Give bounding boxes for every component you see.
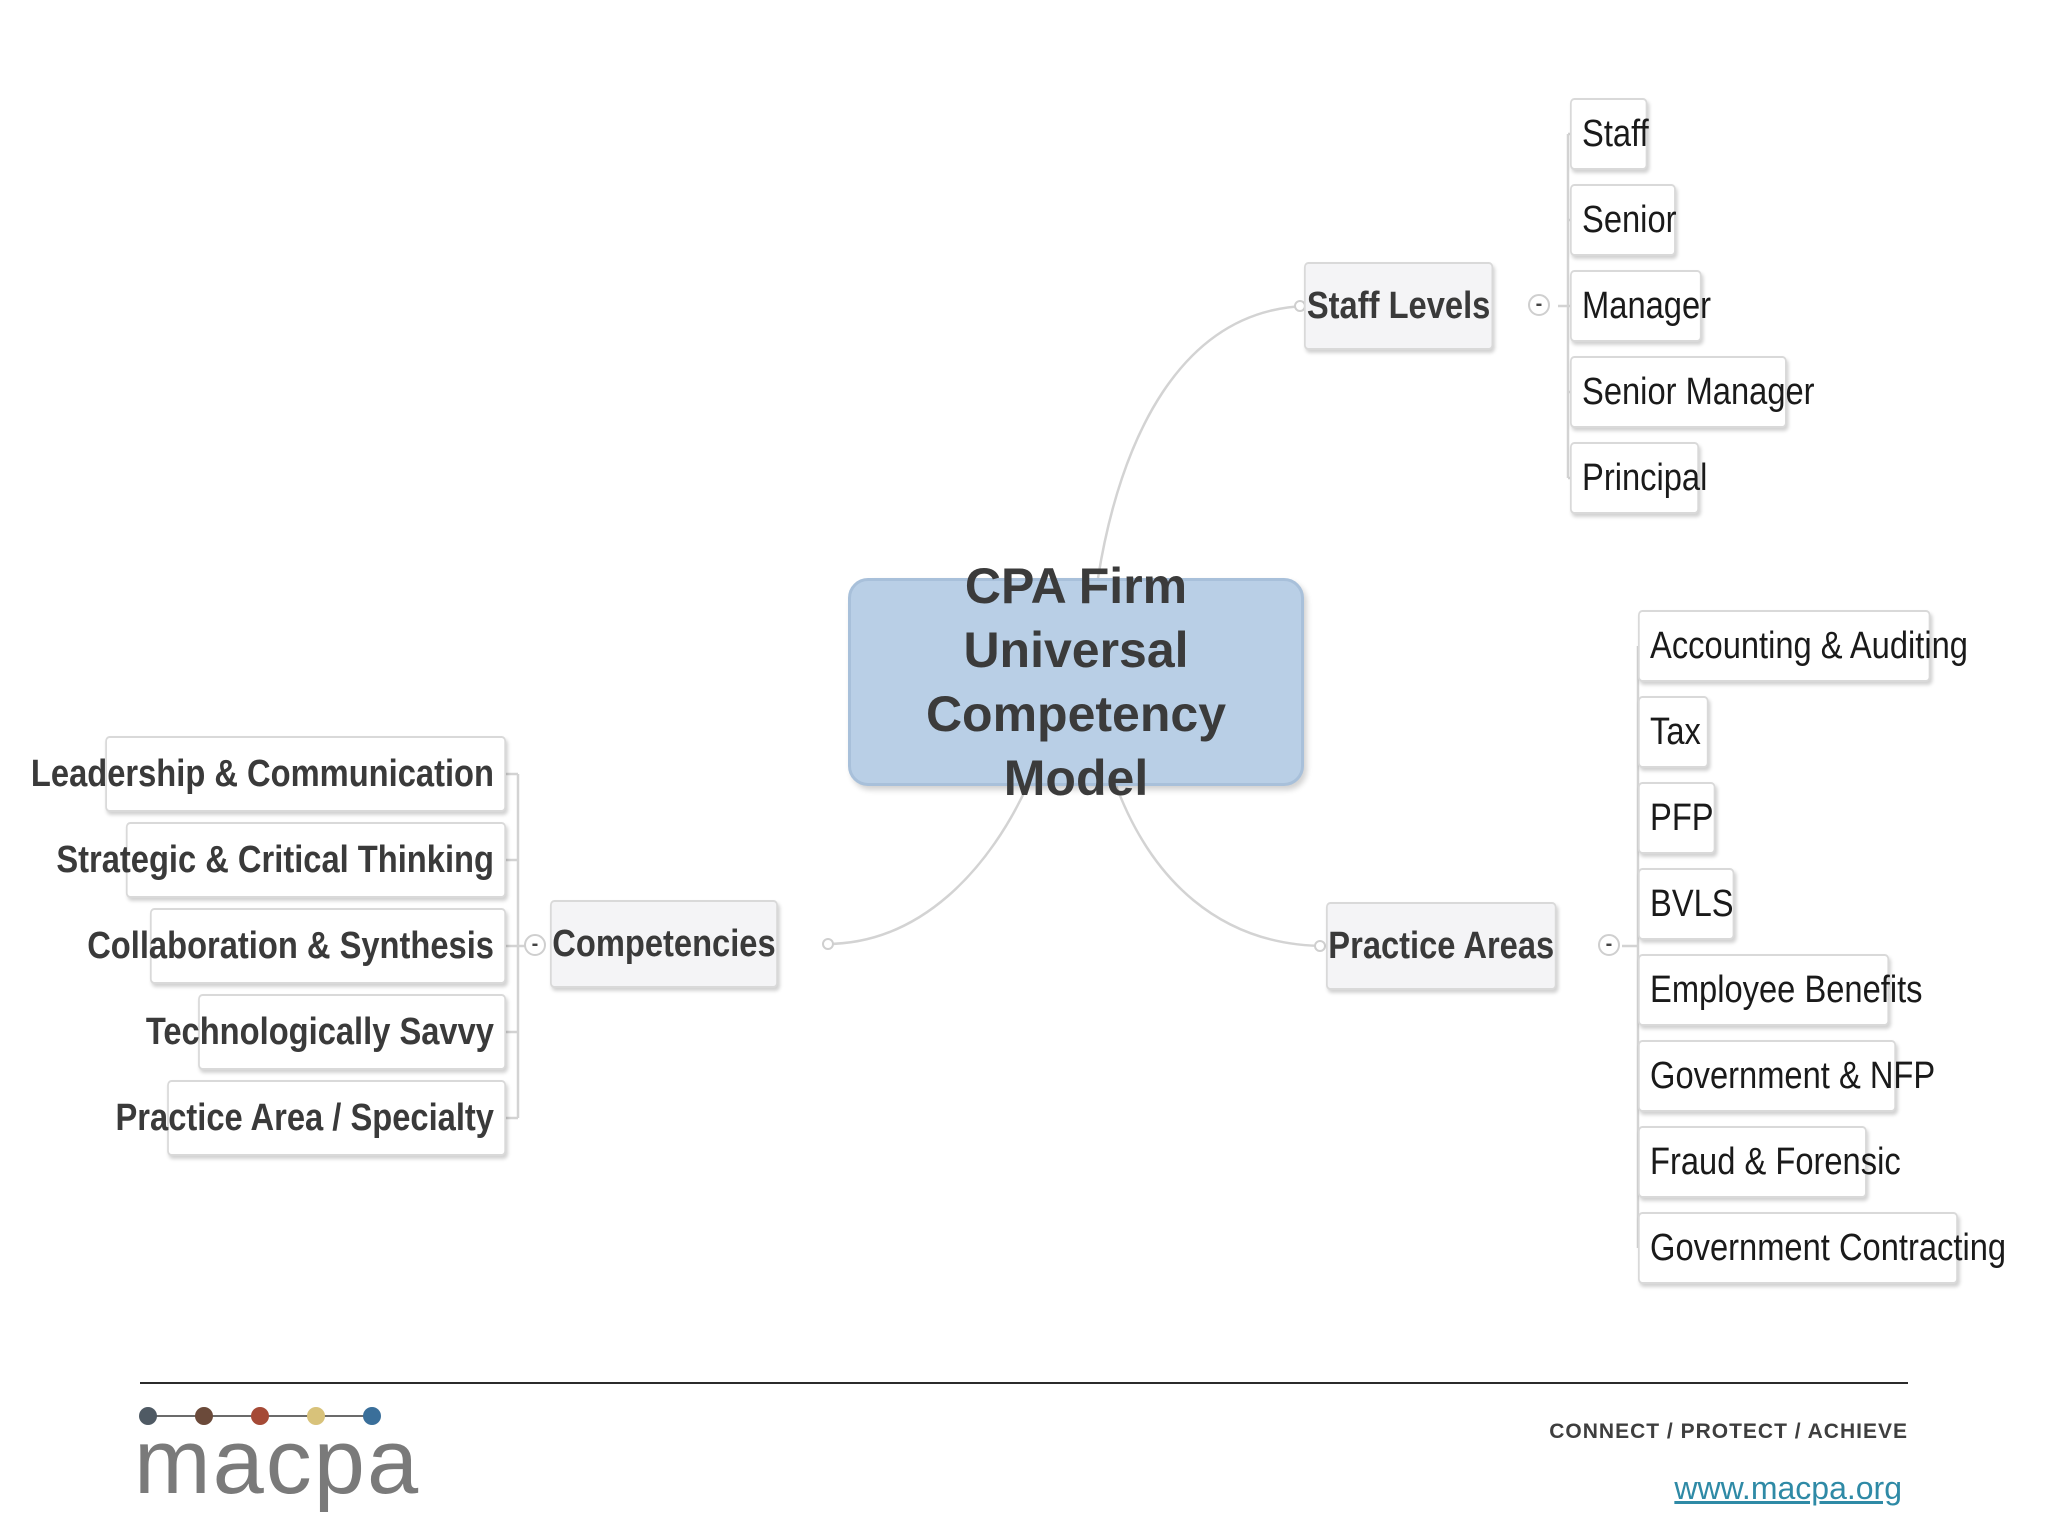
practice-area-label: Government & NFP — [1650, 1054, 1936, 1097]
branch-practice-areas[interactable]: Practice Areas — [1326, 902, 1557, 990]
practice-area-label: Employee Benefits — [1650, 968, 1923, 1011]
staff-level-label: Staff — [1582, 112, 1649, 155]
central-topic[interactable]: CPA Firm Universal Competency Model — [848, 558, 1304, 806]
branch-practice-areas-label: Practice Areas — [1328, 924, 1555, 967]
staff-level-item[interactable]: Staff — [1570, 98, 1649, 170]
footer-tagline: CONNECT / PROTECT / ACHIEVE — [1549, 1420, 1908, 1443]
practice-area-label: BVLS — [1650, 882, 1734, 925]
staff-level-item[interactable]: Senior Manager — [1570, 356, 1815, 428]
competency-item[interactable]: Technologically Savvy — [146, 994, 506, 1070]
practice-area-item[interactable]: Employee Benefits — [1638, 954, 1923, 1026]
central-topic-line1: CPA Firm Universal — [963, 558, 1189, 678]
practice-area-item[interactable]: Accounting & Auditing — [1638, 610, 1968, 682]
practice-area-label: Fraud & Forensic — [1650, 1140, 1901, 1183]
macpa-logo-dots — [139, 1407, 381, 1425]
competency-item[interactable]: Leadership & Communication — [31, 736, 506, 812]
staff-level-item[interactable]: Manager — [1570, 270, 1711, 342]
practice-area-label: Government Contracting — [1650, 1226, 2007, 1269]
staff-level-item[interactable]: Principal — [1570, 442, 1707, 514]
competency-item[interactable]: Collaboration & Synthesis — [87, 908, 506, 984]
macpa-logo: macpa — [134, 1411, 421, 1513]
competency-item[interactable]: Strategic & Critical Thinking — [56, 822, 506, 898]
branch-competencies-label: Competencies — [552, 922, 776, 965]
competency-label: Collaboration & Synthesis — [87, 924, 494, 967]
practice-area-item[interactable]: BVLS — [1638, 868, 1735, 940]
website-link[interactable]: www.macpa.org — [1674, 1470, 1902, 1506]
staff-level-label: Senior Manager — [1582, 370, 1815, 413]
practice-area-item[interactable]: PFP — [1638, 782, 1716, 854]
competency-label: Leadership & Communication — [30, 752, 494, 795]
practice-area-item[interactable]: Tax — [1638, 696, 1709, 768]
central-topic-line2: Competency Model — [925, 686, 1227, 806]
branch-competencies[interactable]: Competencies — [550, 900, 778, 988]
branch-staff-levels[interactable]: Staff Levels — [1304, 262, 1494, 350]
competency-label: Practice Area / Specialty — [115, 1096, 494, 1139]
competencies-collapse-toggle[interactable]: - — [524, 934, 546, 956]
staff-level-item[interactable]: Senior — [1570, 184, 1677, 256]
practice-area-item[interactable]: Government Contracting — [1638, 1212, 2006, 1284]
branch-staff-levels-label: Staff Levels — [1306, 284, 1491, 327]
practice-area-item[interactable]: Fraud & Forensic — [1638, 1126, 1901, 1198]
footer-divider — [140, 1382, 1908, 1384]
practice-area-label: PFP — [1650, 796, 1714, 839]
competency-label: Technologically Savvy — [145, 1010, 494, 1053]
competency-label: Strategic & Critical Thinking — [56, 838, 494, 881]
competency-item[interactable]: Practice Area / Specialty — [116, 1080, 506, 1156]
staff-levels-collapse-toggle[interactable]: - — [1528, 294, 1550, 316]
staff-level-label: Principal — [1582, 456, 1708, 499]
practice-area-label: Accounting & Auditing — [1650, 624, 1968, 667]
staff-level-label: Senior — [1582, 198, 1677, 241]
practice-areas-collapse-toggle[interactable]: - — [1598, 934, 1620, 956]
staff-level-label: Manager — [1582, 284, 1712, 327]
practice-area-label: Tax — [1650, 710, 1701, 753]
practice-area-item[interactable]: Government & NFP — [1638, 1040, 1935, 1112]
